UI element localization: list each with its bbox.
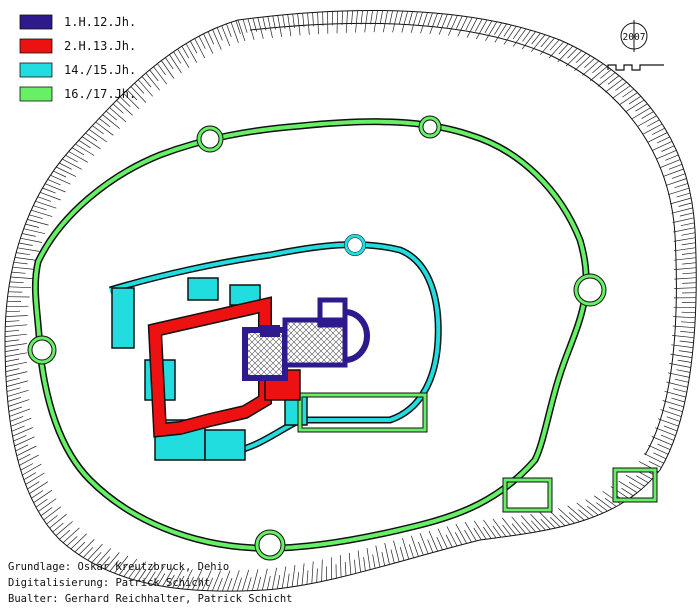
north-arrow-year: 2007 <box>623 32 646 43</box>
legend-label-1: 1.H.12.Jh. <box>64 15 136 29</box>
credits: Grundlage: Oskar Kreutzbruck, Dehio Digi… <box>8 561 292 605</box>
scale-bar <box>607 64 664 71</box>
north-arrow: 2007 <box>620 20 648 52</box>
credit-digitalisierung: Digitalisierung: Patrick Schicht <box>8 577 210 589</box>
outer-enclosure-wall <box>27 115 607 561</box>
legend-swatch-2 <box>19 38 53 54</box>
credit-grundlage: Grundlage: Oskar Kreutzbruck, Dehio <box>8 561 229 573</box>
keep-and-chapel-12th-century <box>242 297 370 381</box>
legend-swatch-4 <box>19 86 53 102</box>
southern-range-16-17 <box>297 392 658 513</box>
legend-label-2: 2.H.13.Jh. <box>64 39 136 53</box>
legend-label-4: 16./17.Jh. <box>64 87 136 101</box>
legend-label-3: 14./15.Jh. <box>64 63 136 77</box>
credit-baualter: Bualter: Gerhard Reichhalter, Patrick Sc… <box>8 593 292 605</box>
legend-swatch-3 <box>19 62 53 78</box>
legend: 1.H.12.Jh. 2.H.13.Jh. 14./15.Jh. 16./17.… <box>19 14 136 102</box>
legend-swatch-1 <box>19 14 53 30</box>
slope-hachures <box>4 10 697 592</box>
